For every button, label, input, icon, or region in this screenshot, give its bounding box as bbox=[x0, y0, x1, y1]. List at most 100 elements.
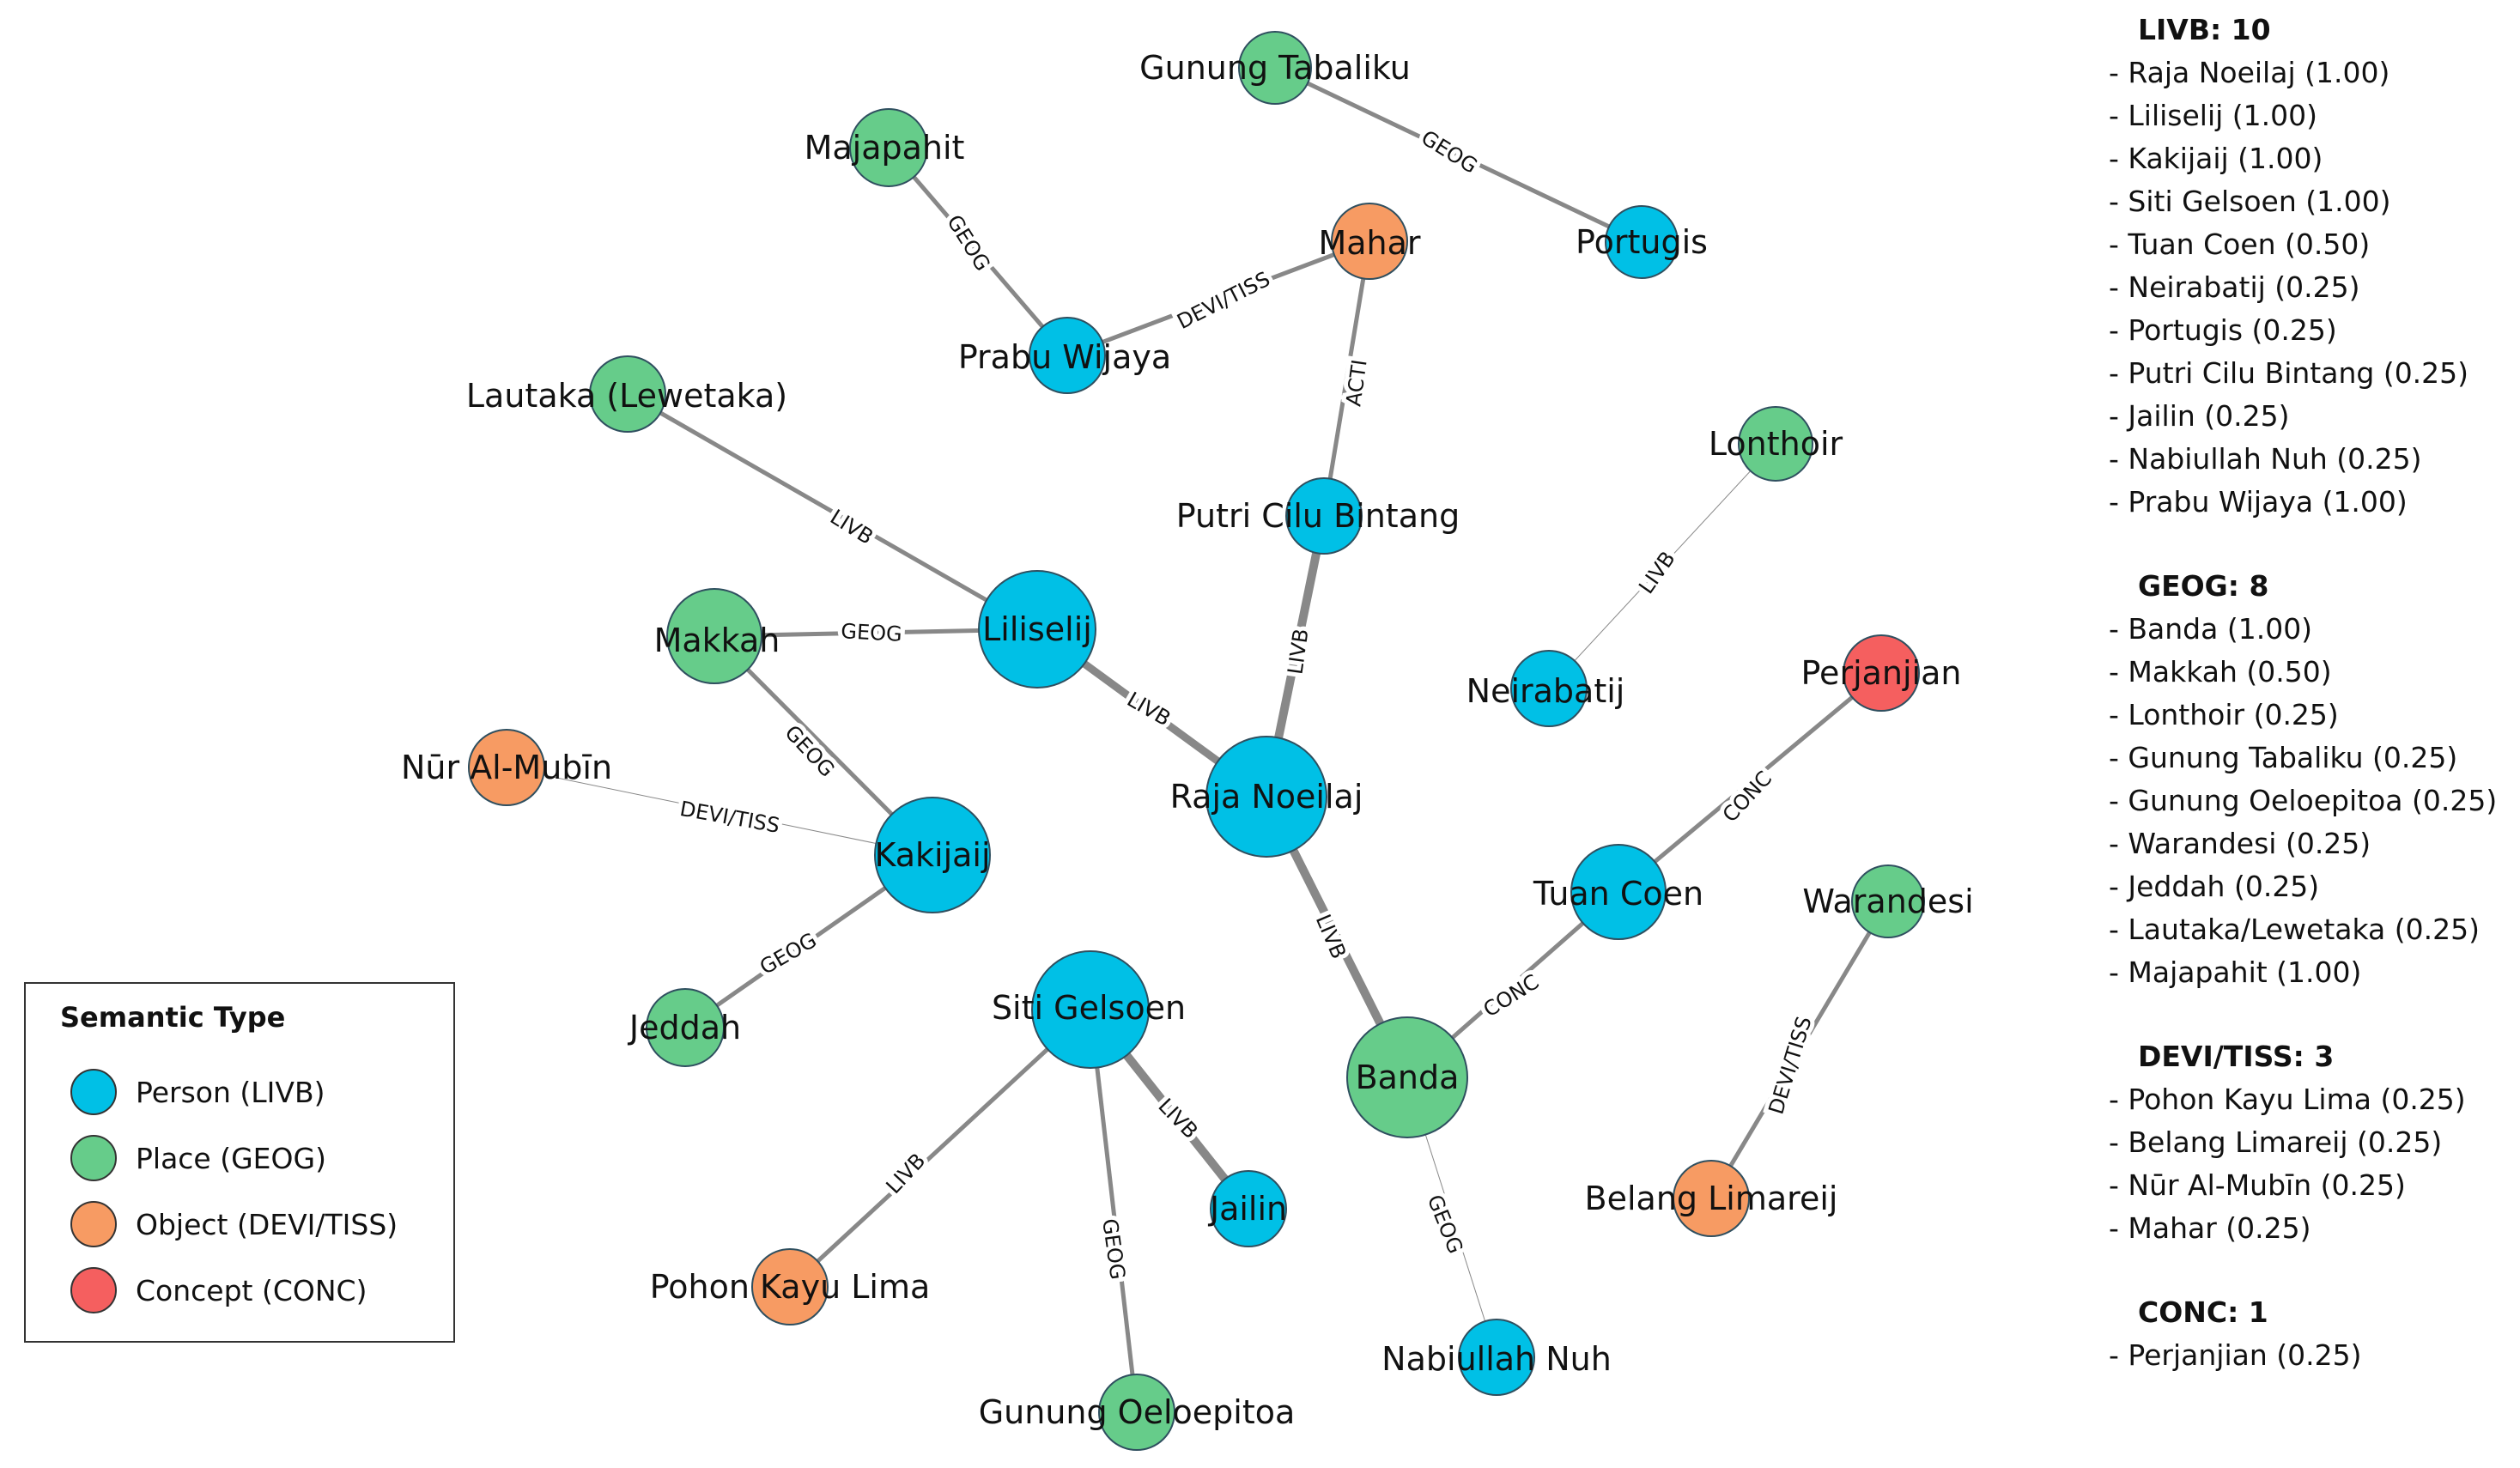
node-warandesi[interactable] bbox=[1851, 864, 1925, 938]
stat-item: - Tuan Coen (0.50) bbox=[2109, 227, 2371, 261]
edge-label: GEOG bbox=[1417, 125, 1481, 179]
legend-title: Semantic Type bbox=[60, 1001, 286, 1034]
node-majapahit[interactable] bbox=[849, 108, 928, 187]
node-portugis[interactable] bbox=[1605, 205, 1679, 279]
stat-group: CONC: 1- Perjanjian (0.25) bbox=[2109, 1291, 2512, 1377]
place-dot-icon bbox=[70, 1135, 117, 1181]
stat-item: - Gunung Tabaliku (0.25) bbox=[2109, 741, 2458, 774]
legend-box: Semantic Type Person (LIVB) Place (GEOG)… bbox=[24, 982, 455, 1343]
node-label-raja-noeilaj: Raja Noeilaj bbox=[1170, 778, 1363, 816]
edge-label: GEOG bbox=[841, 619, 903, 646]
legend-item-place: Place (GEOG) bbox=[70, 1132, 326, 1184]
node-label-gunung-tabaliku: Gunung Tabaliku bbox=[1139, 49, 1411, 87]
node-label-nur-al-mubin: Nūr Al-Mubīn bbox=[401, 749, 612, 786]
edge-label: ACTI bbox=[1341, 358, 1371, 408]
stat-item: - Mahar (0.25) bbox=[2109, 1211, 2311, 1245]
node-label-tuan-coen: Tuan Coen bbox=[1533, 875, 1703, 913]
node-label-perjanjian: Perjanjian bbox=[1801, 654, 1962, 692]
stat-item: - Liliselij (1.00) bbox=[2109, 99, 2318, 132]
node-label-makkah: Makkah bbox=[654, 622, 780, 659]
node-pohon-kayu-lima[interactable] bbox=[751, 1248, 829, 1325]
node-putri-cilu-bintang[interactable] bbox=[1285, 477, 1363, 555]
edge-lautaka-liliselij bbox=[626, 391, 1039, 632]
node-label-jailin: Jailin bbox=[1208, 1190, 1287, 1228]
stat-item: - Warandesi (0.25) bbox=[2109, 827, 2371, 860]
edge-label: LIVB bbox=[1311, 911, 1351, 962]
node-kakijaij[interactable] bbox=[874, 797, 991, 913]
concept-dot-icon bbox=[70, 1267, 117, 1313]
node-label-mahar: Mahar bbox=[1318, 224, 1420, 262]
node-label-belang-limareij: Belang Limareij bbox=[1585, 1180, 1838, 1217]
node-siti-gelsoen[interactable] bbox=[1031, 950, 1150, 1069]
stat-item: - Neirabatij (0.25) bbox=[2109, 270, 2360, 304]
stat-item: - Prabu Wijaya (1.00) bbox=[2109, 485, 2408, 519]
node-label-nabiullah-nuh: Nabiullah Nuh bbox=[1381, 1340, 1612, 1378]
node-label-kakijaij: Kakijaij bbox=[874, 836, 990, 874]
edge-siti-gelsoen-gunung-oeloepitoa bbox=[1088, 1009, 1139, 1413]
node-jeddah[interactable] bbox=[646, 988, 725, 1067]
edge-label: CONC bbox=[1718, 767, 1776, 828]
node-gunung-tabaliku[interactable] bbox=[1238, 31, 1312, 105]
node-makkah[interactable] bbox=[666, 588, 762, 684]
legend-item-object: Object (DEVI/TISS) bbox=[70, 1198, 398, 1250]
node-banda[interactable] bbox=[1346, 1016, 1468, 1138]
stat-item: - Lonthoir (0.25) bbox=[2109, 698, 2339, 731]
edge-label: LIVB bbox=[826, 505, 877, 549]
node-label-prabu-wijaya: Prabu Wijaya bbox=[958, 338, 1171, 376]
node-label-siti-gelsoen: Siti Gelsoen bbox=[992, 989, 1186, 1027]
node-gunung-oeloepitoa[interactable] bbox=[1098, 1374, 1175, 1451]
stat-item: - Majapahit (1.00) bbox=[2109, 955, 2362, 989]
node-jailin[interactable] bbox=[1210, 1170, 1287, 1247]
node-label-warandesi: Warandesi bbox=[1802, 883, 1973, 920]
stat-item: - Kakijaij (1.00) bbox=[2109, 142, 2323, 175]
node-lonthoir[interactable] bbox=[1738, 406, 1813, 482]
node-neirabatij[interactable] bbox=[1510, 650, 1588, 727]
edge-nur-al-mubin-kakijaij bbox=[506, 767, 933, 856]
stat-group-header: GEOG: 8 bbox=[2138, 569, 2269, 603]
stat-item: - Nūr Al-Mubīn (0.25) bbox=[2109, 1168, 2406, 1202]
edge-label: LIVB bbox=[882, 1149, 931, 1198]
node-tuan-coen[interactable] bbox=[1570, 844, 1667, 940]
legend-item-concept: Concept (CONC) bbox=[70, 1265, 367, 1316]
node-perjanjian[interactable] bbox=[1843, 634, 1920, 712]
stat-group-header: LIVB: 10 bbox=[2138, 13, 2271, 46]
node-prabu-wijaya[interactable] bbox=[1029, 317, 1106, 394]
edge-label: GEOG bbox=[756, 928, 821, 980]
stat-item: - Raja Noeilaj (1.00) bbox=[2109, 56, 2390, 89]
edge-label: LIVB bbox=[1283, 628, 1313, 676]
person-dot-icon bbox=[70, 1069, 117, 1115]
stat-group-header: DEVI/TISS: 3 bbox=[2138, 1040, 2335, 1073]
legend-item-label: Object (DEVI/TISS) bbox=[136, 1207, 398, 1241]
node-label-gunung-oeloepitoa: Gunung Oeloepitoa bbox=[979, 1393, 1296, 1431]
edge-prabu-wijaya-mahar bbox=[1066, 239, 1370, 358]
stat-item: - Portugis (0.25) bbox=[2109, 313, 2337, 347]
edge-label: DEVI/TISS bbox=[1764, 1014, 1816, 1117]
edge-lonthoir-neirabatij bbox=[1548, 443, 1776, 689]
node-liliselij[interactable] bbox=[978, 570, 1096, 689]
edge-perjanjian-tuan-coen bbox=[1617, 671, 1883, 894]
stat-item: - Banda (1.00) bbox=[2109, 612, 2313, 646]
node-raja-noeilaj[interactable] bbox=[1205, 736, 1327, 858]
edge-label: GEOG bbox=[1423, 1192, 1468, 1258]
node-mahar[interactable] bbox=[1331, 203, 1408, 280]
legend-item-person: Person (LIVB) bbox=[70, 1066, 325, 1118]
node-lautaka[interactable] bbox=[589, 355, 666, 433]
object-dot-icon bbox=[70, 1201, 117, 1247]
node-label-portugis: Portugis bbox=[1576, 223, 1708, 261]
edge-gunung-tabaliku-portugis bbox=[1273, 65, 1643, 245]
node-belang-limareij[interactable] bbox=[1673, 1160, 1750, 1237]
stat-item: - Pohon Kayu Lima (0.25) bbox=[2109, 1083, 2466, 1116]
stat-item: - Perjanjian (0.25) bbox=[2109, 1338, 2362, 1372]
edge-mahar-putri-cilu-bintang bbox=[1321, 240, 1372, 517]
edge-label: CONC bbox=[1479, 969, 1544, 1022]
legend-item-label: Person (LIVB) bbox=[136, 1075, 325, 1109]
stat-item: - Putri Cilu Bintang (0.25) bbox=[2109, 356, 2469, 390]
stat-item: - Nabiullah Nuh (0.25) bbox=[2109, 442, 2422, 476]
node-nabiullah-nuh[interactable] bbox=[1458, 1319, 1535, 1396]
edge-label: DEVI/TISS bbox=[678, 797, 782, 838]
node-nur-al-mubin[interactable] bbox=[468, 729, 545, 806]
node-label-putri-cilu-bintang: Putri Cilu Bintang bbox=[1176, 497, 1460, 535]
node-label-majapahit: Majapahit bbox=[805, 129, 965, 167]
